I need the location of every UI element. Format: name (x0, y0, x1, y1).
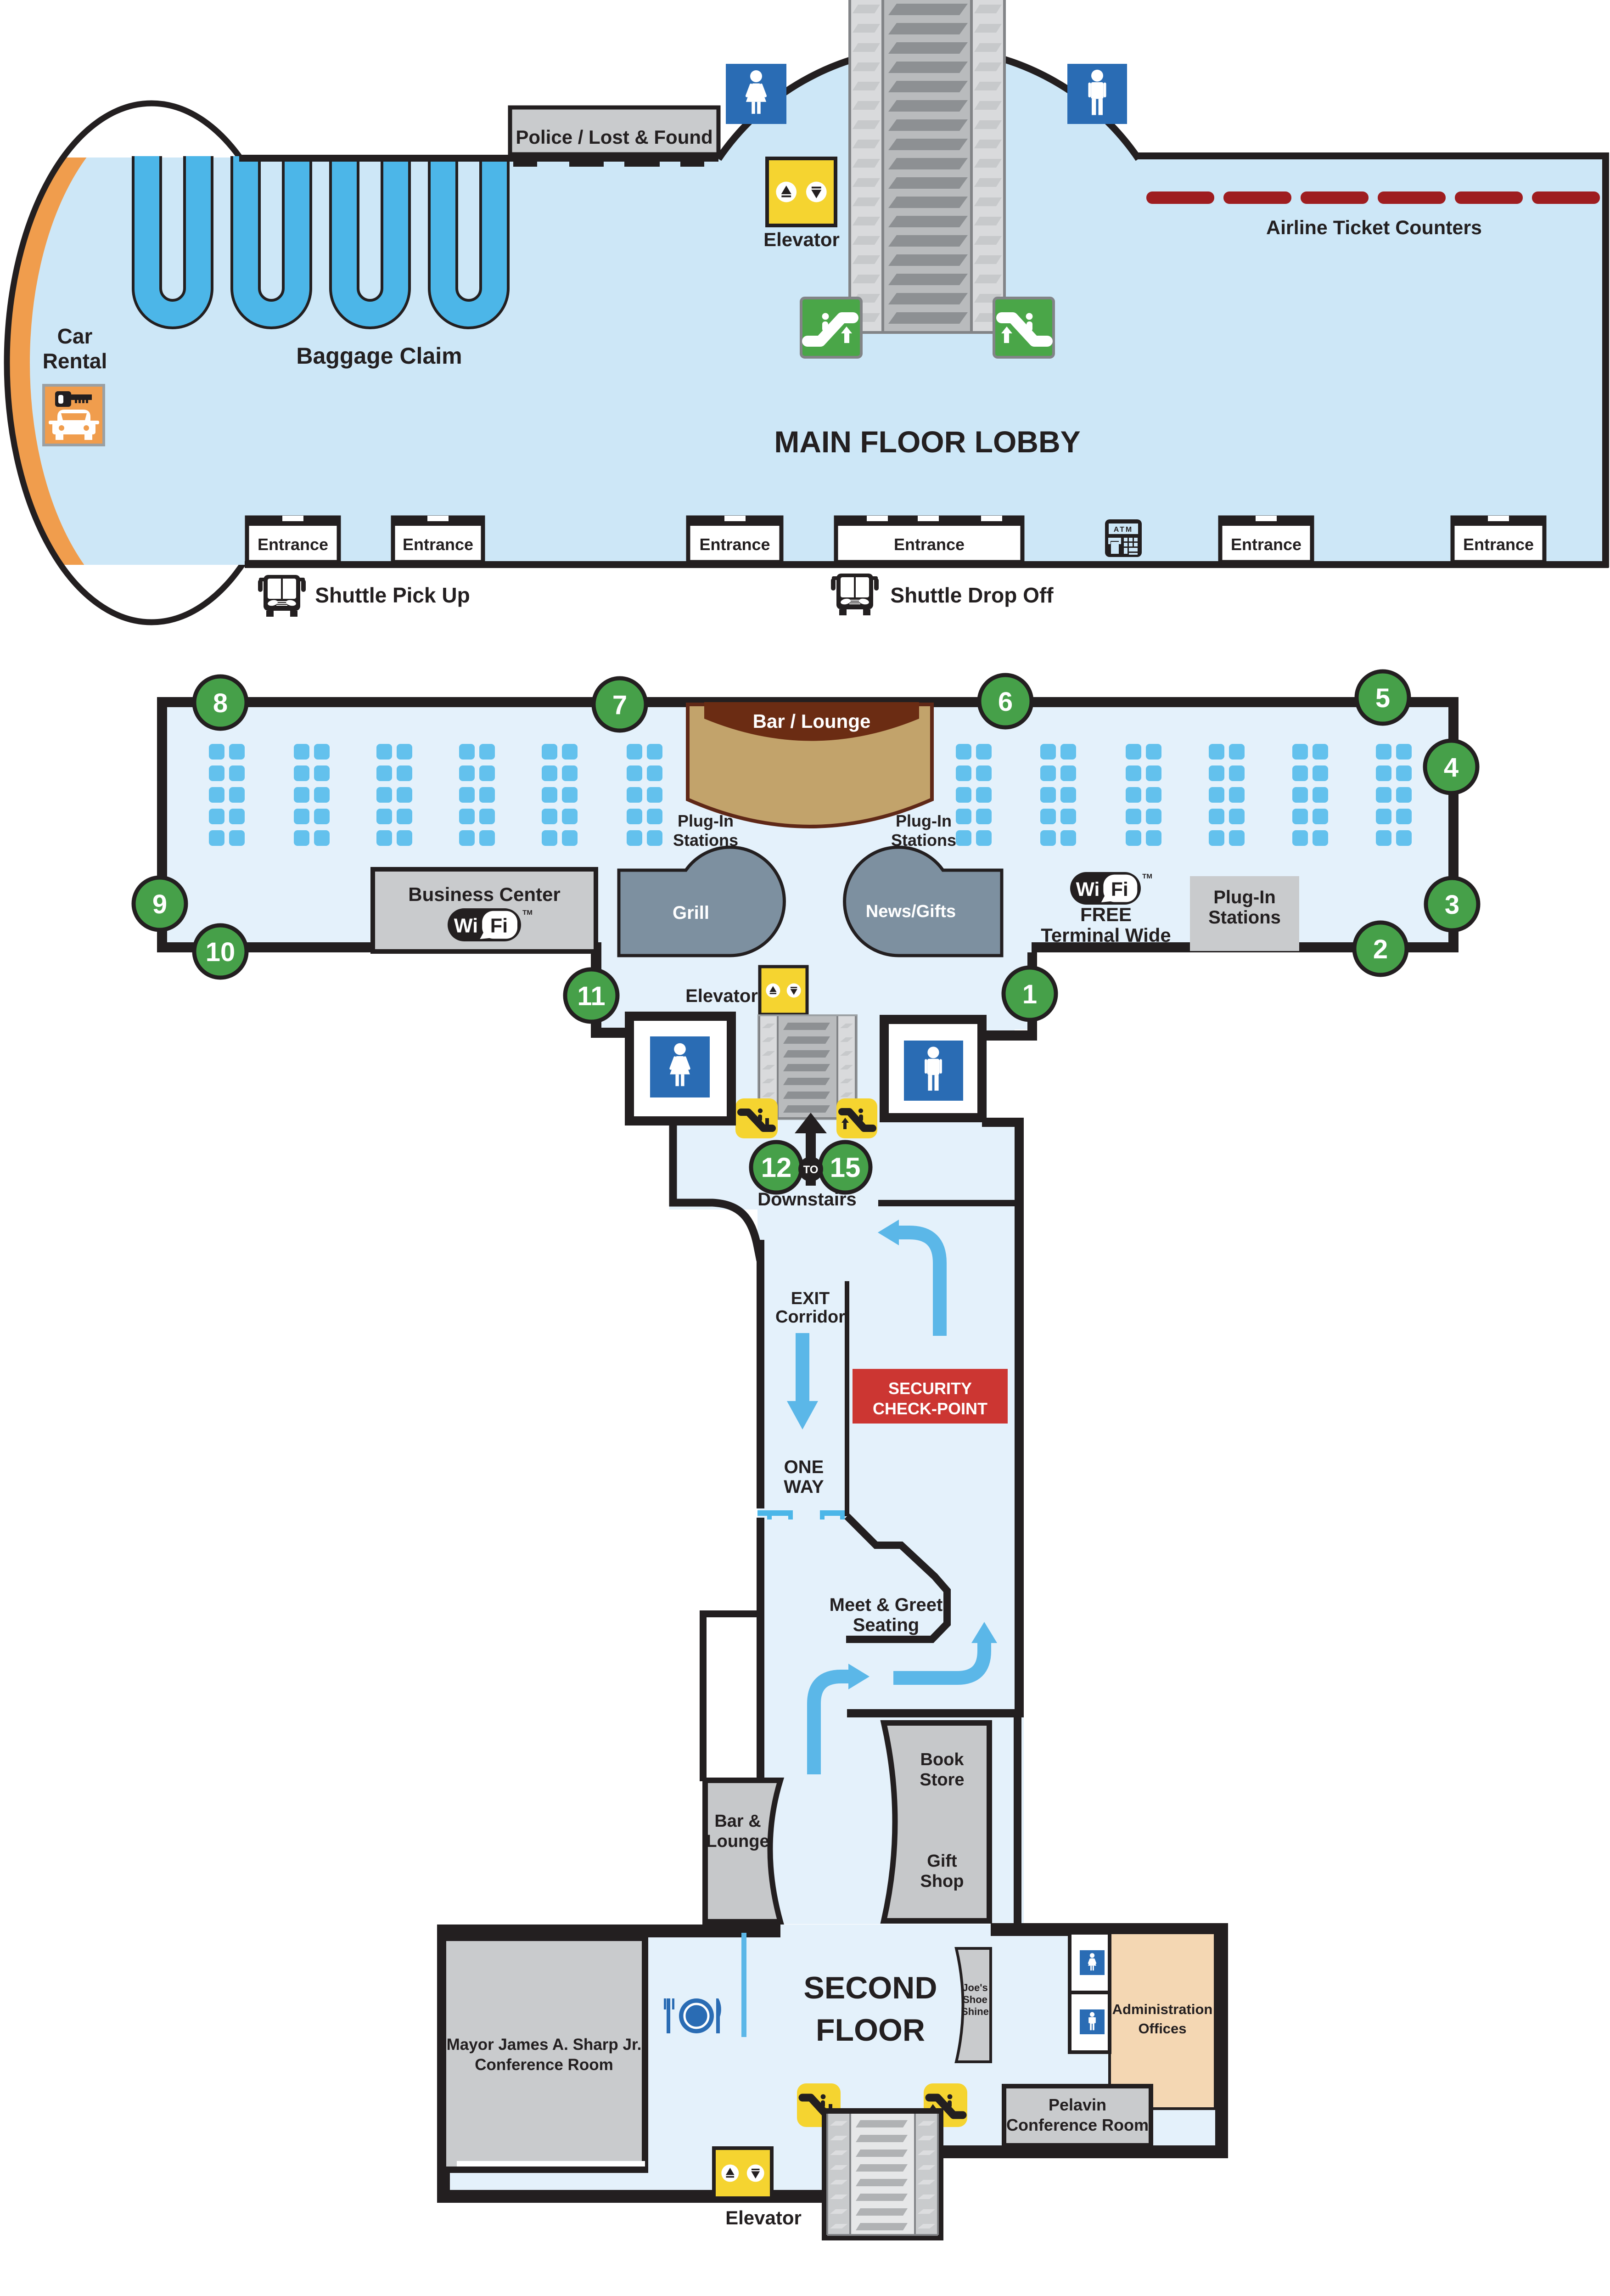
svg-text:SECOND: SECOND (804, 1970, 937, 2005)
svg-text:Grill: Grill (673, 903, 709, 923)
svg-text:Conference Room: Conference Room (475, 2056, 613, 2074)
svg-text:MAIN FLOOR LOBBY: MAIN FLOOR LOBBY (774, 425, 1080, 459)
svg-text:Administration: Administration (1112, 2001, 1213, 2017)
svg-text:FLOOR: FLOOR (816, 2013, 925, 2048)
svg-text:TO: TO (803, 1164, 819, 1176)
svg-text:ONE: ONE (784, 1457, 824, 1477)
svg-text:Baggage Claim: Baggage Claim (296, 343, 462, 369)
svg-text:WAY: WAY (784, 1477, 824, 1497)
svg-text:Entrance: Entrance (699, 535, 770, 554)
svg-text:15: 15 (830, 1152, 861, 1183)
svg-text:Fi: Fi (1111, 878, 1128, 900)
svg-text:9: 9 (152, 889, 167, 919)
svg-text:1: 1 (1022, 979, 1037, 1009)
svg-text:TM: TM (522, 909, 533, 917)
svg-text:News/Gifts: News/Gifts (866, 902, 956, 921)
svg-text:ATM: ATM (1114, 526, 1133, 534)
svg-text:Store: Store (920, 1770, 964, 1790)
svg-text:Entrance: Entrance (403, 535, 473, 554)
svg-text:Book: Book (920, 1750, 965, 1769)
svg-text:Seating: Seating (853, 1615, 919, 1635)
svg-text:7: 7 (612, 690, 627, 720)
svg-text:Lounge: Lounge (706, 1832, 769, 1851)
svg-text:Meet & Greet: Meet & Greet (830, 1595, 943, 1615)
svg-text:Plug-In: Plug-In (896, 811, 952, 830)
svg-text:Entrance: Entrance (894, 535, 965, 554)
svg-text:Offices: Offices (1138, 2020, 1186, 2037)
svg-text:Bar &: Bar & (714, 1812, 761, 1831)
svg-text:Shop: Shop (920, 1872, 964, 1891)
svg-text:Police / Lost & Found: Police / Lost & Found (516, 126, 712, 148)
svg-text:Wi: Wi (454, 915, 478, 937)
svg-text:Shine: Shine (961, 2006, 989, 2017)
svg-text:Wi: Wi (1076, 878, 1100, 900)
svg-text:Fi: Fi (490, 915, 508, 937)
svg-text:Gift: Gift (927, 1851, 957, 1871)
svg-text:Plug-In: Plug-In (1213, 887, 1276, 907)
svg-text:Elevator: Elevator (763, 229, 840, 250)
svg-text:Terminal Wide: Terminal Wide (1041, 924, 1171, 946)
svg-text:4: 4 (1444, 753, 1459, 782)
svg-text:Airline Ticket Counters: Airline Ticket Counters (1266, 217, 1482, 239)
svg-text:Entrance: Entrance (1231, 535, 1301, 554)
svg-text:Corridor: Corridor (775, 1307, 845, 1327)
svg-text:6: 6 (998, 687, 1013, 717)
svg-text:11: 11 (577, 981, 605, 1011)
svg-text:Shuttle Pick Up: Shuttle Pick Up (315, 583, 470, 607)
svg-text:TM: TM (1142, 872, 1152, 880)
svg-text:Elevator: Elevator (685, 986, 758, 1006)
svg-text:Conference Room: Conference Room (1006, 2116, 1149, 2134)
svg-text:5: 5 (1375, 683, 1390, 713)
svg-text:12: 12 (761, 1152, 792, 1183)
svg-text:3: 3 (1445, 890, 1459, 920)
svg-text:Mayor James A. Sharp Jr.: Mayor James A. Sharp Jr. (447, 2036, 642, 2054)
svg-text:Shuttle Drop Off: Shuttle Drop Off (890, 583, 1054, 607)
svg-text:8: 8 (213, 688, 228, 718)
svg-text:10: 10 (206, 937, 236, 967)
svg-text:Stations: Stations (1208, 907, 1281, 928)
svg-text:Plug-In: Plug-In (678, 811, 734, 830)
svg-text:Bar / Lounge: Bar / Lounge (753, 710, 871, 732)
svg-text:Business Center: Business Center (408, 884, 560, 905)
svg-text:CHECK-POINT: CHECK-POINT (873, 1399, 987, 1418)
svg-text:Entrance: Entrance (258, 535, 328, 554)
svg-text:2: 2 (1373, 934, 1388, 964)
svg-text:Rental: Rental (43, 349, 107, 373)
svg-text:FREE: FREE (1080, 904, 1132, 925)
svg-text:Car: Car (57, 324, 93, 348)
svg-text:Downstairs: Downstairs (757, 1189, 857, 1210)
svg-text:Pelavin: Pelavin (1049, 2095, 1106, 2114)
svg-text:Entrance: Entrance (1463, 535, 1534, 554)
svg-text:Elevator: Elevator (725, 2207, 802, 2228)
svg-text:SECURITY: SECURITY (888, 1379, 972, 1398)
svg-text:Joe's: Joe's (962, 1982, 987, 1993)
svg-text:EXIT: EXIT (791, 1289, 830, 1308)
svg-text:Shoe: Shoe (963, 1994, 987, 2005)
